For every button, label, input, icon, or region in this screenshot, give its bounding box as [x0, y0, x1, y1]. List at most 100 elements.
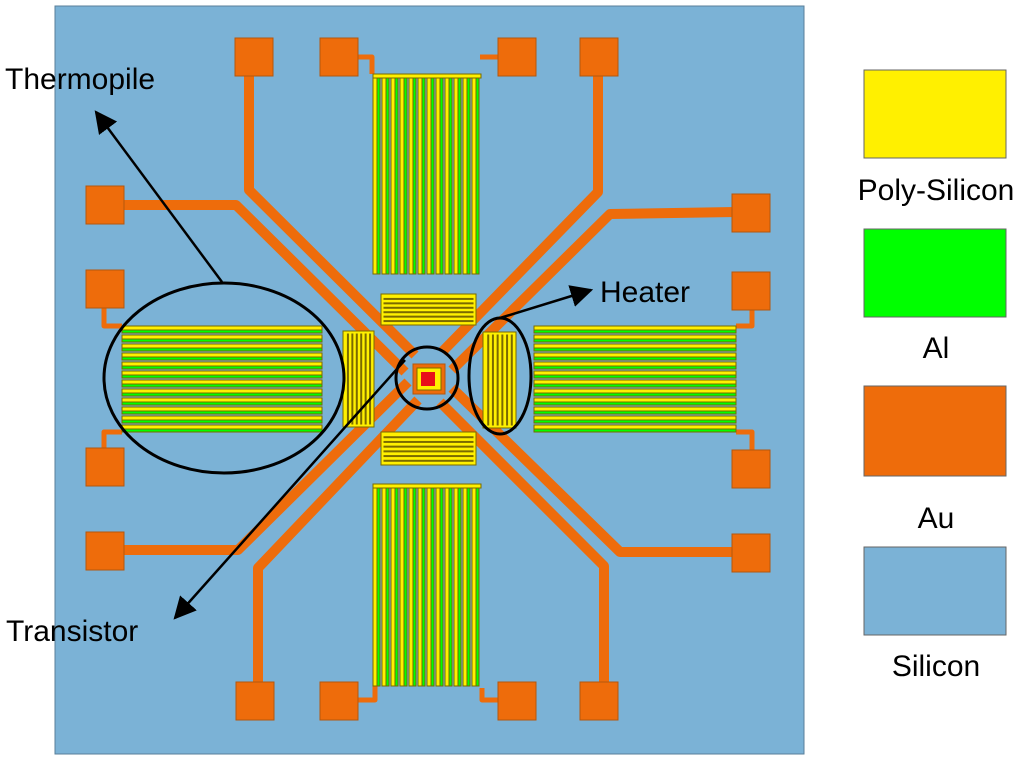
- poly-silicon-strip: [121, 370, 323, 376]
- transistor-label: Transistor: [6, 615, 138, 648]
- al-strip: [121, 392, 323, 397]
- al-strip: [421, 483, 426, 687]
- bond-pad: [234, 37, 274, 77]
- heater-line: [383, 306, 474, 309]
- heater-line: [510, 334, 513, 426]
- poly-silicon-strip: [533, 343, 737, 349]
- thermopile-arrow: [94, 110, 224, 283]
- transistor-core: [421, 372, 435, 386]
- poly-silicon-strip: [390, 73, 396, 275]
- au-trace: [101, 429, 122, 452]
- al-strip: [421, 73, 426, 275]
- al-strip: [121, 356, 323, 361]
- poly-silicon-strip: [533, 424, 737, 430]
- au-bond-pads: [85, 37, 771, 721]
- bond-pad: [319, 681, 359, 721]
- transistor-arrow: [173, 359, 406, 620]
- poly-silicon-strip: [399, 483, 405, 687]
- poly-silicon-strip: [372, 483, 378, 687]
- legend: Poly-Silicon Al Au Silicon: [858, 69, 1015, 683]
- heater-line: [383, 440, 474, 443]
- al-strip: [403, 73, 408, 275]
- al-strip: [533, 374, 737, 379]
- al-strip: [121, 419, 323, 424]
- heater-line: [383, 436, 474, 439]
- al-strip: [430, 483, 435, 687]
- heater-line: [383, 455, 474, 458]
- heater-line: [383, 315, 474, 318]
- poly-silicon-strip: [435, 73, 441, 275]
- poly-silicon-strip: [121, 343, 323, 349]
- bond-pad: [85, 185, 125, 225]
- poly-silicon-strip: [372, 483, 482, 489]
- poly-silicon-strip: [408, 483, 414, 687]
- poly-silicon-strip: [533, 370, 737, 376]
- poly-silicon-strip: [372, 73, 482, 79]
- al-strip: [403, 483, 408, 687]
- heater-line: [383, 320, 474, 323]
- heater-line: [383, 311, 474, 314]
- al-strip: [533, 410, 737, 415]
- poly-silicon-strip: [533, 334, 737, 340]
- poly-silicon-strip: [462, 73, 468, 275]
- al-strip: [457, 483, 462, 687]
- heater-right: [482, 331, 517, 429]
- al-strip: [533, 392, 737, 397]
- poly-silicon-strip: [408, 73, 414, 275]
- au-trace: [101, 300, 122, 329]
- bond-pad: [579, 681, 619, 721]
- legend-swatch-au: [863, 385, 1007, 477]
- bond-pad: [235, 681, 275, 721]
- poly-silicon-strip: [453, 73, 459, 275]
- poly-silicon-strip: [435, 483, 441, 687]
- thermopile-label: Thermopile: [5, 63, 155, 96]
- heater-line: [501, 334, 504, 426]
- al-strip: [394, 483, 399, 687]
- annotation-arrows: [94, 110, 594, 620]
- heater-line: [383, 445, 474, 448]
- heater-line: [383, 302, 474, 305]
- bond-pad: [85, 531, 125, 571]
- heater-line: [355, 333, 358, 425]
- legend-label-silicon: Silicon: [892, 650, 980, 683]
- bond-pad: [731, 533, 771, 573]
- au-trace: [479, 688, 498, 703]
- thermopile-top: [372, 73, 482, 275]
- heater-line: [346, 333, 349, 425]
- heater-bottom: [380, 431, 477, 466]
- al-strip: [457, 73, 462, 275]
- al-strip: [533, 329, 737, 334]
- heater-line: [383, 459, 474, 462]
- poly-silicon-strip: [426, 73, 432, 275]
- heater-line: [364, 333, 367, 425]
- heater-line: [369, 333, 372, 425]
- au-trace: [436, 398, 609, 690]
- bond-pad: [731, 193, 771, 233]
- al-strip: [412, 73, 417, 275]
- heater-label: Heater: [600, 276, 690, 309]
- poly-silicon-strip: [121, 325, 323, 331]
- legend-label-al: Al: [923, 332, 950, 365]
- al-strip: [412, 483, 417, 687]
- heater-arrow: [499, 285, 594, 320]
- al-strip: [385, 483, 390, 687]
- bond-pad: [731, 449, 771, 489]
- al-strip: [376, 73, 381, 275]
- al-strip: [475, 483, 480, 687]
- au-trace: [120, 378, 412, 555]
- legend-label-poly-silicon: Poly-Silicon: [858, 174, 1015, 207]
- al-strip: [475, 73, 480, 275]
- poly-silicon-strip: [471, 483, 477, 687]
- heater-line: [506, 334, 509, 426]
- heater-top: [380, 293, 477, 326]
- al-strip: [121, 338, 323, 343]
- al-strip: [439, 73, 444, 275]
- poly-silicon-strip: [121, 406, 323, 412]
- al-strip: [376, 483, 381, 687]
- al-strip: [121, 410, 323, 415]
- poly-silicon-strip: [121, 361, 323, 367]
- legend-swatch-silicon: [863, 546, 1007, 636]
- al-strip: [533, 383, 737, 388]
- poly-silicon-strip: [121, 334, 323, 340]
- legend-label-au: Au: [918, 502, 955, 535]
